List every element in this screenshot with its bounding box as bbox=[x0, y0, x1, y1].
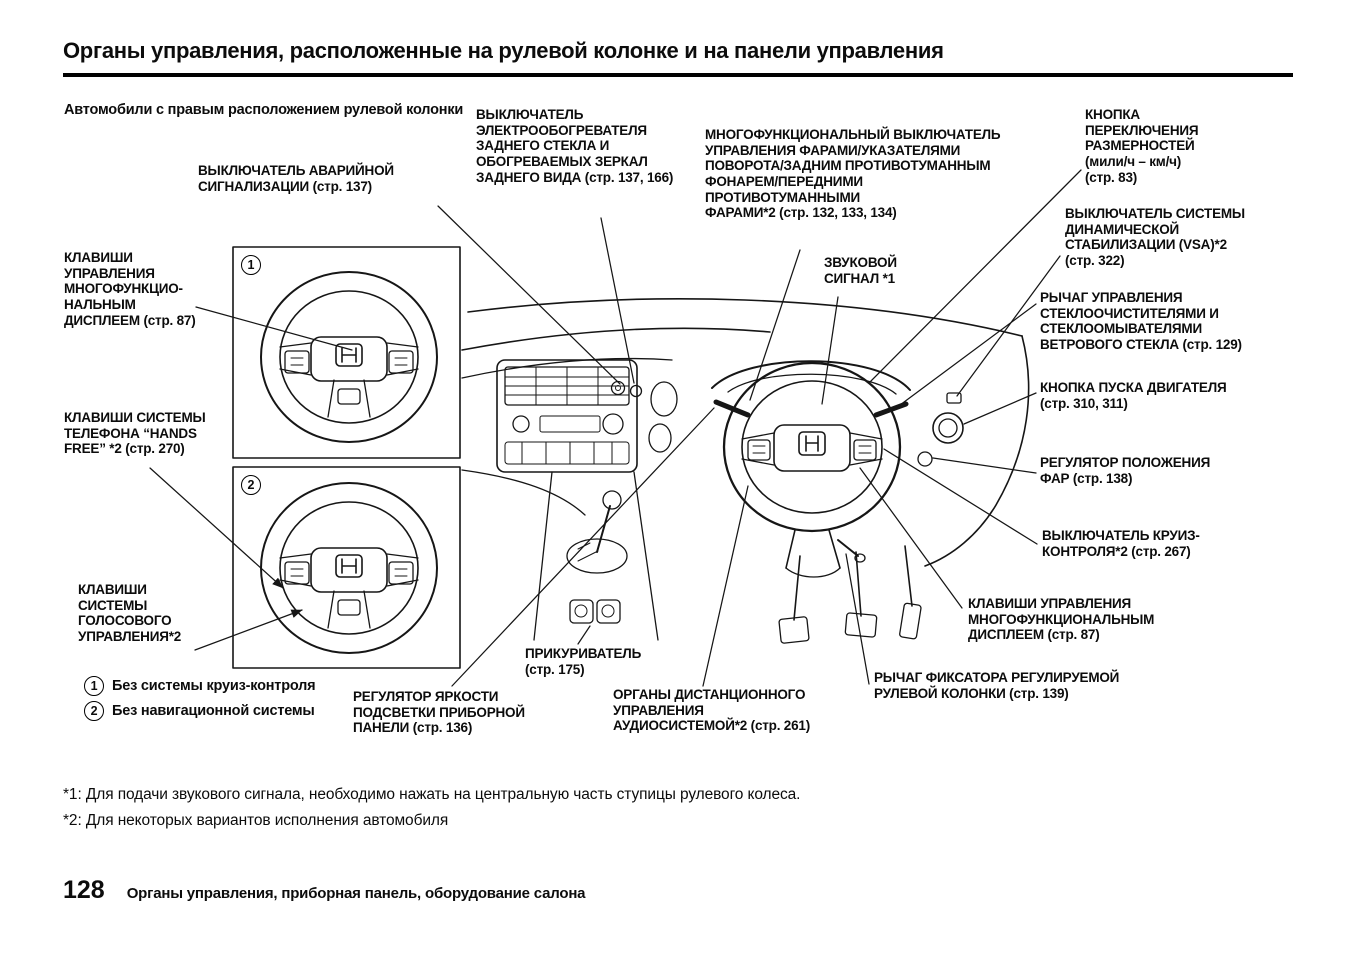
page-title: Органы управления, расположенные на руле… bbox=[63, 38, 944, 63]
legend-number-2: 2 bbox=[84, 701, 104, 721]
callout-cigarette-lighter: ПРИКУРИВАТЕЛЬ (стр. 175) bbox=[525, 646, 642, 677]
callout-panel-brightness-control: РЕГУЛЯТОР ЯРКОСТИ ПОДСВЕТКИ ПРИБОРНОЙ ПА… bbox=[353, 689, 525, 736]
callout-vsa-switch: ВЫКЛЮЧАТЕЛЬ СИСТЕМЫ ДИНАМИЧЕСКОЙ СТАБИЛИ… bbox=[1065, 206, 1245, 268]
figure-box-1 bbox=[232, 246, 461, 459]
title-underline bbox=[63, 73, 1293, 77]
callout-headlight-leveling: РЕГУЛЯТОР ПОЛОЖЕНИЯ ФАР (стр. 138) bbox=[1040, 455, 1211, 486]
callout-multi-display-keys-right: КЛАВИШИ УПРАВЛЕНИЯ МНОГОФУНКЦИОНАЛЬНЫМ Д… bbox=[968, 596, 1155, 643]
figure-1-number: 1 bbox=[241, 255, 261, 275]
legend-number-1: 1 bbox=[84, 676, 104, 696]
legend-item: 2 Без навигационной системы bbox=[84, 701, 315, 721]
callout-wiper-lever: РЫЧАГ УПРАВЛЕНИЯ СТЕКЛООЧИСТИТЕЛЯМИ И СТ… bbox=[1040, 290, 1242, 352]
page-number: 128 bbox=[63, 876, 105, 904]
callout-audio-remote-controls: ОРГАНЫ ДИСТАНЦИОННОГО УПРАВЛЕНИЯ АУДИОСИ… bbox=[613, 687, 811, 734]
callout-rear-defrost-switch: ВЫКЛЮЧАТЕЛЬ ЭЛЕКТРООБОГРЕВАТЕЛЯ ЗАДНЕГО … bbox=[476, 107, 674, 185]
callout-units-toggle-button: КНОПКА ПЕРЕКЛЮЧЕНИЯ РАЗМЕРНОСТЕЙ (мили/ч… bbox=[1085, 107, 1199, 185]
page-subtitle: Автомобили с правым расположением рулево… bbox=[64, 102, 464, 118]
callout-cruise-control-switch: ВЫКЛЮЧАТЕЛЬ КРУИЗ- КОНТРОЛЯ*2 (стр. 267) bbox=[1042, 528, 1200, 559]
footnote-1: *1: Для подачи звукового сигнала, необхо… bbox=[63, 786, 801, 803]
legend-item: 1 Без системы круиз-контроля bbox=[84, 676, 316, 696]
legend-text-2: Без навигационной системы bbox=[112, 703, 315, 719]
callout-multi-display-keys-left: КЛАВИШИ УПРАВЛЕНИЯ МНОГОФУНКЦИО- НАЛЬНЫМ… bbox=[64, 250, 196, 328]
leader-lines bbox=[149, 169, 1082, 687]
callout-horn: ЗВУКОВОЙ СИГНАЛ *1 bbox=[824, 255, 897, 286]
footnote-2: *2: Для некоторых вариантов исполнения а… bbox=[63, 812, 449, 829]
page-footer: 128 Органы управления, приборная панель,… bbox=[63, 876, 586, 905]
callout-steering-column-lock-lever: РЫЧАГ ФИКСАТОРА РЕГУЛИРУЕМОЙ РУЛЕВОЙ КОЛ… bbox=[874, 670, 1120, 701]
dashboard-art bbox=[461, 298, 1030, 644]
callout-multifunction-light-switch: МНОГОФУНКЦИОНАЛЬНЫЙ ВЫКЛЮЧАТЕЛЬ УПРАВЛЕН… bbox=[705, 127, 1001, 221]
footnotes: *1: Для подачи звукового сигнала, необхо… bbox=[63, 786, 800, 838]
callout-engine-start-button: КНОПКА ПУСКА ДВИГАТЕЛЯ (стр. 310, 311) bbox=[1040, 380, 1227, 411]
legend-text-1: Без системы круиз-контроля bbox=[112, 678, 316, 694]
footer-section-title: Органы управления, приборная панель, обо… bbox=[126, 885, 586, 902]
callout-hazard-switch: ВЫКЛЮЧАТЕЛЬ АВАРИЙНОЙ СИГНАЛИЗАЦИИ (стр.… bbox=[198, 163, 394, 194]
figure-2-number: 2 bbox=[241, 475, 261, 495]
callout-handsfree-phone-keys: КЛАВИШИ СИСТЕМЫ ТЕЛЕФОНА “HANDS FREE” *2… bbox=[64, 410, 206, 457]
callout-voice-control-keys: КЛАВИШИ СИСТЕМЫ ГОЛОСОВОГО УПРАВЛЕНИЯ*2 bbox=[78, 582, 182, 644]
figure-box-2 bbox=[232, 466, 461, 669]
figure-legend: 1 Без системы круиз-контроля 2 Без навиг… bbox=[84, 676, 316, 726]
